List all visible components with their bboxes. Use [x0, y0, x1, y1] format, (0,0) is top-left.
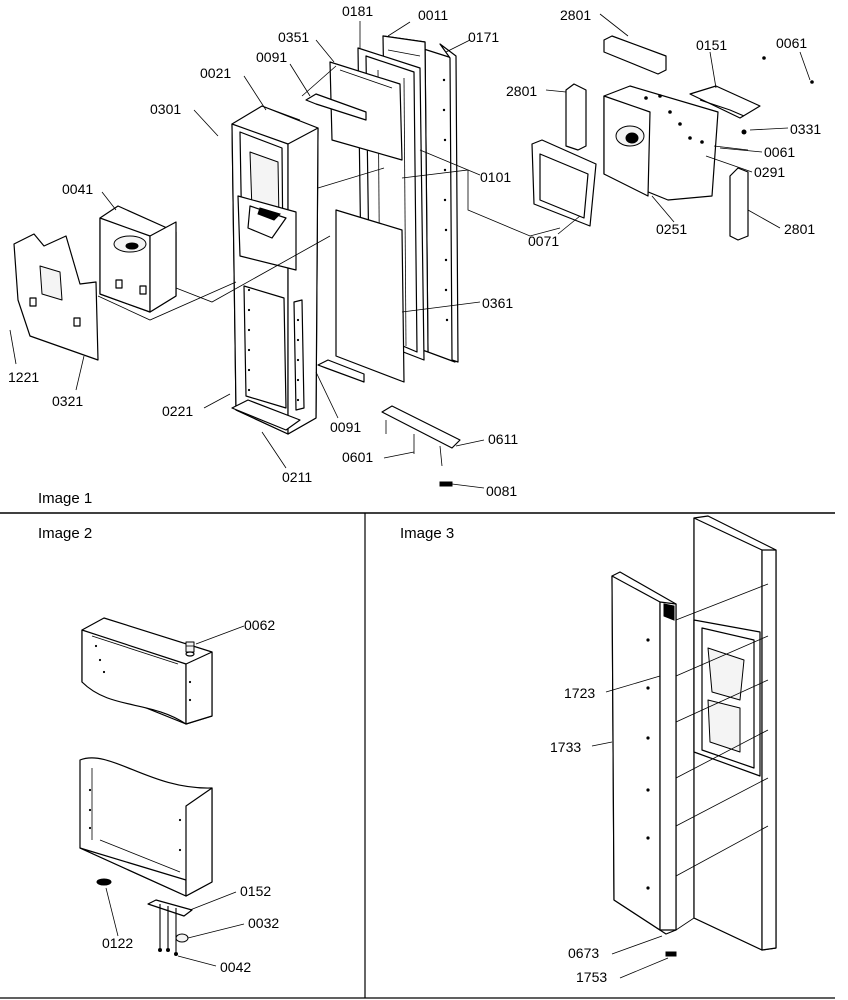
callout-0011: 0011: [418, 7, 448, 23]
callout-0122: 0122: [102, 935, 133, 951]
module-gasket-inner: [539, 153, 589, 219]
bottom-trim: [231, 399, 301, 431]
lower-duct-housing: [79, 757, 213, 897]
panel-title-image-2: Image 2: [38, 525, 92, 542]
callouts-image-1: 0181 0011 0171 0351 0091 0021 0301 0101 …: [8, 3, 821, 499]
callout-0101: 0101: [480, 169, 511, 185]
callout-0291: 0291: [754, 164, 785, 180]
callout-0021: 0021: [200, 65, 231, 81]
panel-title-image-1: Image 1: [38, 490, 92, 507]
callout-0301: 0301: [150, 101, 181, 117]
door-bottom-strip: [381, 405, 461, 487]
image-3-panel: Image 3: [400, 515, 777, 985]
upper-duct-housing: [81, 617, 213, 725]
dispenser-housing: [99, 205, 177, 313]
callout-2801-right: 2801: [784, 221, 815, 237]
callout-0081: 0081: [486, 483, 517, 499]
foam-block-right: [729, 167, 749, 241]
callout-0611: 0611: [488, 431, 518, 447]
image-1-panel: 0181 0011 0171 0351 0091 0021 0301 0101 …: [8, 3, 821, 507]
callout-0151: 0151: [696, 37, 727, 53]
leader-lines-image-1: [9, 13, 811, 489]
callout-0331: 0331: [790, 121, 821, 137]
explode-lines-image-1: [97, 65, 561, 321]
dispenser-insulation-pad: [13, 233, 99, 361]
callout-0351: 0351: [278, 29, 309, 45]
insulation-board: [335, 209, 405, 383]
door-inner-liner: [611, 571, 677, 957]
breaker-strip-top: [305, 93, 367, 121]
callout-0042: 0042: [220, 959, 251, 975]
callout-0251: 0251: [656, 221, 687, 237]
door-liner-housing: [231, 105, 319, 435]
foam-block-top: [603, 35, 667, 75]
callout-0221: 0221: [162, 403, 193, 419]
callout-1733: 1733: [550, 739, 581, 755]
callout-2801-top: 2801: [560, 7, 591, 23]
callout-0361: 0361: [482, 295, 513, 311]
foam-block-left: [565, 83, 587, 151]
lower-bracket-fasteners: [96, 878, 193, 956]
ice-maker-module: [603, 56, 814, 201]
leader-lines-image-3: [591, 675, 669, 979]
callout-0171: 0171: [468, 29, 499, 45]
explode-lines-image-3: [675, 583, 769, 931]
callout-0181: 0181: [342, 3, 373, 19]
callouts-image-3: 1723 1733 0673 1753: [550, 685, 607, 985]
callout-0091-top: 0091: [256, 49, 287, 65]
callout-0601: 0601: [342, 449, 373, 465]
leader-lines-image-2: [105, 625, 245, 967]
callout-0091-bottom: 0091: [330, 419, 361, 435]
breaker-strip-bottom: [317, 359, 365, 383]
callout-0673: 0673: [568, 945, 599, 961]
callout-0061-mid: 0061: [764, 144, 795, 160]
callout-1221: 1221: [8, 369, 39, 385]
panel-title-image-3: Image 3: [400, 525, 454, 542]
callout-0032: 0032: [248, 915, 279, 931]
callouts-image-2: 0062 0122 0152 0032 0042: [102, 617, 279, 975]
callout-0321: 0321: [52, 393, 83, 409]
callout-0062: 0062: [244, 617, 275, 633]
callout-1753: 1753: [576, 969, 607, 985]
callout-0061-top: 0061: [776, 35, 807, 51]
callout-0152: 0152: [240, 883, 271, 899]
callout-0211: 0211: [282, 469, 312, 485]
callout-0071: 0071: [528, 233, 559, 249]
panel-dividers: [0, 512, 835, 999]
image-2-panel: Image 2: [38, 525, 279, 975]
callout-0041: 0041: [62, 181, 93, 197]
callout-1723: 1723: [564, 685, 595, 701]
inner-liner-panel: [329, 61, 403, 161]
freezer-door-outer: [693, 515, 777, 951]
callout-2801-left: 2801: [506, 83, 537, 99]
